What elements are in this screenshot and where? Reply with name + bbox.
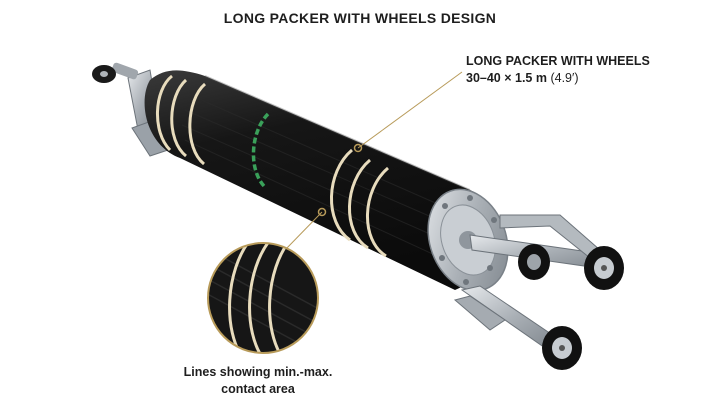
product-size-imperial: (4.9′) <box>550 71 579 85</box>
contact-lines <box>156 74 389 258</box>
caption-line-2: contact area <box>221 382 295 396</box>
product-label: LONG PACKER WITH WHEELS 30–40 × 1.5 m (4… <box>466 53 716 87</box>
product-spec: 30–40 × 1.5 m (4.9′) <box>466 70 716 87</box>
leader-dot-product <box>353 143 363 153</box>
wheel-assembly <box>453 214 624 370</box>
product-name: LONG PACKER WITH WHEELS <box>466 54 650 68</box>
product-size: 30–40 × 1.5 m <box>466 71 547 85</box>
contact-area-caption: Lines showing min.-max. contact area <box>178 364 338 398</box>
page-title: LONG PACKER WITH WHEELS DESIGN <box>223 10 497 26</box>
caption-line-1: Lines showing min.-max. <box>183 365 333 379</box>
packer-body <box>144 70 495 290</box>
leader-dot-contact <box>317 207 327 217</box>
zoom-detail-circle <box>207 242 319 354</box>
green-marker-stripe <box>251 112 270 190</box>
right-end-flange <box>427 188 509 292</box>
leader-lines <box>284 71 463 251</box>
